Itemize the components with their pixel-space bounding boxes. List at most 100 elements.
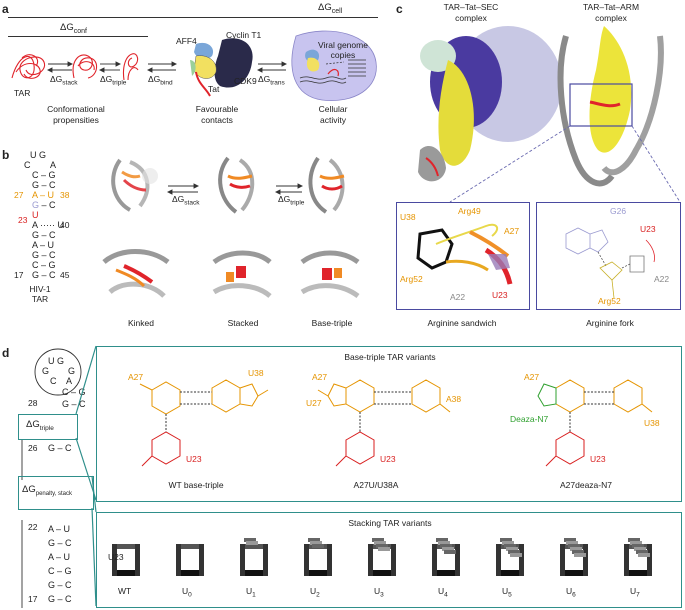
stack-variant-label: U3 — [374, 586, 384, 599]
base-triple-caption: Base-triple — [311, 318, 353, 328]
stack-variant-6-icon — [496, 538, 524, 576]
wt-base-triple-icon — [139, 379, 269, 467]
zoom-lines — [449, 125, 681, 203]
dg-stack-label-b: ΔGstack — [172, 194, 200, 207]
d-num-17: 17 — [28, 594, 38, 604]
dg-stack-label-a: ΔGstack — [50, 74, 78, 87]
eq-arrows-b — [166, 183, 304, 195]
tar-num-17: 17 — [14, 270, 24, 280]
tar-num-38: 38 — [60, 190, 70, 200]
d-gc-26: G – C — [48, 443, 72, 453]
tar-num-40: 40 — [60, 220, 70, 230]
tar-stacked-icon — [72, 54, 98, 79]
fork-u23: U23 — [640, 224, 656, 234]
dg-triple-box — [18, 414, 78, 440]
deaza-u38: U38 — [644, 418, 660, 428]
a27u-base-triple-icon — [317, 379, 451, 467]
stack-variant-8-icon — [624, 538, 652, 576]
stacking-variants-box — [96, 512, 682, 608]
dg-conf-label: ΔGconf — [60, 22, 87, 35]
tar-label-a: TAR — [14, 88, 31, 98]
panel-a-label: a — [2, 2, 9, 16]
stacking-title: Stacking TAR variants — [348, 518, 432, 528]
stack-variant-label: U5 — [502, 586, 512, 599]
sandwich-arg49: Arg49 — [458, 206, 481, 216]
fork-arg52: Arg52 — [598, 296, 621, 306]
stack-variant-0-icon — [112, 544, 140, 576]
arginine-fork-box — [536, 202, 681, 310]
wt-u38: U38 — [248, 368, 264, 378]
deaza-label: Deaza-N7 — [510, 414, 549, 424]
stacked-top-icon — [218, 156, 255, 214]
eq-arrows-a — [46, 61, 288, 73]
fork-caption: Arginine fork — [586, 318, 634, 328]
sec-complex-icon — [418, 26, 562, 182]
tar-kinked-icon — [11, 54, 46, 79]
stack-variant-label: U1 — [246, 586, 256, 599]
base-triple-variants-box — [96, 346, 682, 502]
dg-trans-label: ΔGtrans — [258, 74, 285, 87]
deaza-base-triple-icon — [537, 379, 653, 467]
panel-c-label: c — [396, 2, 403, 16]
protein-complex-icon — [190, 38, 253, 88]
wt-a27: A27 — [128, 372, 144, 382]
base-triple-title: Base-triple TAR variants — [344, 352, 436, 362]
sandwich-arg52: Arg52 — [400, 274, 423, 284]
dg-triple-label-b: ΔGtriple — [278, 194, 305, 207]
dg-cell-label: ΔGcell — [318, 2, 343, 15]
tar-num-23: 23 — [18, 215, 28, 225]
tar-num-45: 45 — [60, 270, 70, 280]
tar-num-27: 27 — [14, 190, 24, 200]
sandwich-a27: A27 — [504, 226, 520, 236]
deaza-caption: A27deaza-N7 — [560, 480, 612, 490]
sandwich-u38: U38 — [400, 212, 416, 222]
cell-icon — [291, 30, 377, 102]
stack-variant-label: WT — [118, 586, 132, 596]
panel-b-label: b — [2, 148, 10, 162]
stack-variant-2-icon — [240, 538, 268, 576]
stack-variant-label: U7 — [630, 586, 640, 599]
panel-d-label: d — [2, 346, 10, 360]
kinked-caption: Kinked — [128, 318, 154, 328]
stack-variant-4-icon — [368, 538, 396, 576]
triple-top-icon — [308, 156, 345, 214]
d-num-28: 28 — [28, 398, 38, 408]
a27u-caption: A27U/U38A — [353, 480, 399, 490]
stack-variant-1-icon — [176, 544, 204, 576]
wt-base-triple-caption: WT base-triple — [168, 480, 224, 490]
fork-a22: A22 — [654, 274, 670, 284]
dg-bind-label: ΔGbind — [148, 74, 173, 87]
stack-variant-7-icon — [560, 538, 588, 576]
cyclin-label: Cyclin T1 — [226, 30, 262, 40]
a27u-u27: U27 — [306, 398, 322, 408]
stack-variant-5-icon — [432, 538, 460, 576]
triple-bottom-icon — [300, 250, 360, 299]
cdk9-label: CDK9 — [234, 76, 257, 86]
dg-conf-line — [8, 36, 148, 37]
dg-cell-line — [8, 17, 378, 18]
aff4-label: AFF4 — [176, 36, 197, 46]
tat-label: Tat — [208, 84, 220, 94]
stack-wt-u23: U23 — [108, 552, 124, 562]
fork-g26: G26 — [610, 206, 627, 216]
stack-variant-label: U0 — [182, 586, 192, 599]
a27u-a38: A38 — [446, 394, 462, 404]
stack-variant-label: U4 — [438, 586, 448, 599]
dg-triple-box-label: ΔGtriple — [26, 419, 54, 432]
a27u-u23: U23 — [380, 454, 396, 464]
arginine-fork-icon — [565, 227, 655, 299]
arginine-sandwich-box — [396, 202, 530, 310]
